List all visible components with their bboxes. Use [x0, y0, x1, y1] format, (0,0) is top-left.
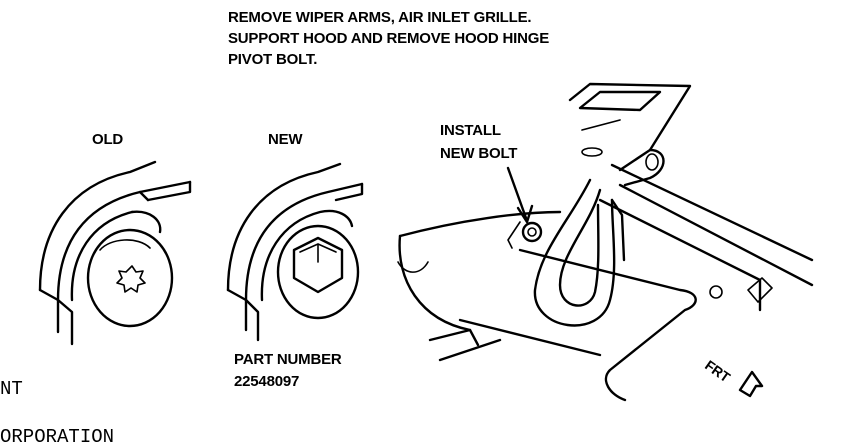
- footer-line-1: NT: [0, 378, 23, 400]
- instructions-line-1: REMOVE WIPER ARMS, AIR INLET GRILLE.: [228, 9, 532, 26]
- old-label: OLD: [92, 131, 124, 148]
- instructions-line-2: SUPPORT HOOD AND REMOVE HOOD HINGE: [228, 30, 550, 47]
- install-label-line-1: INSTALL: [440, 122, 501, 139]
- instructions-line-3: PIVOT BOLT.: [228, 51, 318, 68]
- footer-line-2: ORPORATION: [0, 426, 115, 448]
- part-number-label: PART NUMBER: [234, 351, 342, 368]
- new-label: NEW: [268, 131, 303, 148]
- hood-hinge-illustration: [397, 82, 814, 402]
- old-bolt-illustration: [38, 160, 192, 346]
- install-label-line-2: NEW BOLT: [440, 145, 518, 162]
- part-number-value: 22548097: [234, 373, 300, 390]
- new-bolt-illustration: [226, 162, 364, 342]
